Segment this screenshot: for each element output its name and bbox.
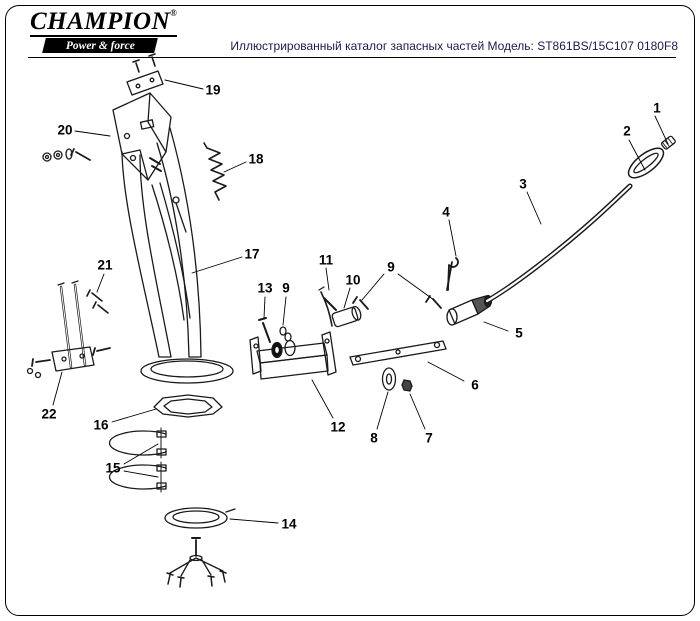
- disc-and-nut: [381, 367, 413, 392]
- handle-frame: [112, 92, 234, 384]
- chute-ring: [153, 394, 223, 418]
- crank-rod: [484, 183, 633, 304]
- bottom-stand: [166, 537, 227, 588]
- lower-ring: [164, 507, 236, 529]
- mount-bracket-12: [249, 317, 337, 380]
- handle-grip: [627, 135, 676, 179]
- catalog-title: Иллюстрированный каталог запасных частей…: [230, 39, 678, 53]
- brand-name: CHAMPION®: [30, 8, 178, 37]
- mounting-bracket: [126, 53, 164, 96]
- header-divider: [28, 57, 676, 58]
- screws-21: [86, 289, 109, 314]
- link-bar: [349, 340, 447, 366]
- ring-clamps: [108, 427, 167, 493]
- tension-spring: [203, 142, 227, 201]
- handle-fasteners: [42, 148, 91, 162]
- bolts-9: [352, 295, 442, 310]
- cotter-pin: [446, 257, 459, 291]
- crank-hub: [318, 286, 362, 328]
- leader-lines: [52, 79, 669, 524]
- registered-mark: ®: [170, 8, 178, 18]
- champion-logo: CHAMPION® Power & force: [30, 9, 180, 53]
- guide-rods: [26, 280, 111, 379]
